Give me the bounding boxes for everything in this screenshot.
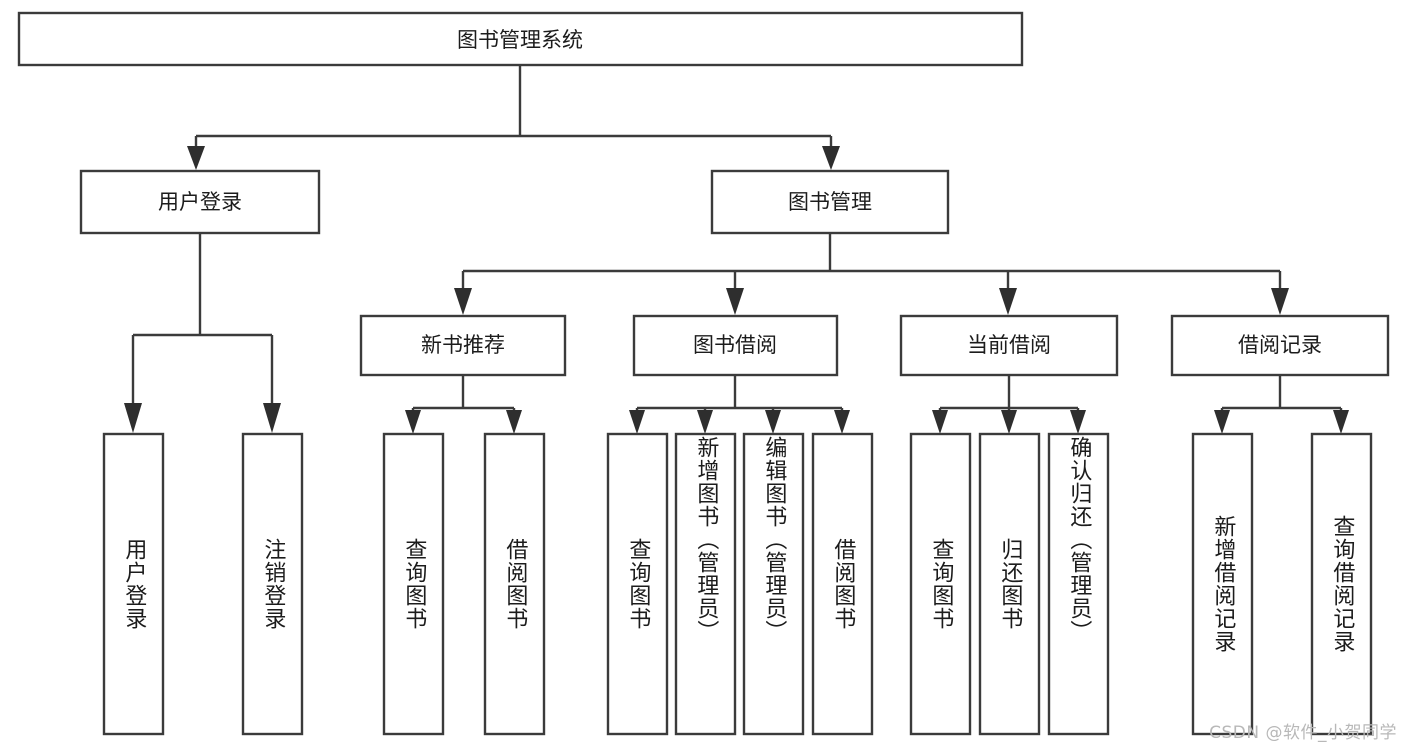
arrowhead-newbook-leaf-1 [405, 410, 421, 434]
arrowhead-root-to-userlogin [187, 146, 205, 170]
leaf-box-user-login-2[interactable] [241, 432, 304, 736]
leaf-box-current-borrow-2[interactable] [978, 432, 1041, 736]
arrowhead-root-to-bookmgmt [822, 146, 840, 170]
node-borrow-record-box[interactable] [1170, 314, 1390, 377]
node-new-book-recommend-label: 新书推荐 [421, 333, 505, 357]
leaf-box-new-book-2[interactable] [483, 432, 546, 736]
node-book-borrow-box[interactable] [632, 314, 839, 377]
arrowhead-bookmgmt-child-2 [726, 288, 744, 315]
arrowhead-bookmgmt-child-4 [1271, 288, 1289, 315]
watermark-text: CSDN @软件_小贺同学 [1209, 723, 1397, 743]
node-root-box[interactable] [17, 11, 1024, 67]
arrowhead-bookmgmt-child-3 [999, 288, 1017, 315]
arrowhead-currentborrow-leaf-3 [1070, 410, 1086, 434]
arrowhead-bookborrow-leaf-4 [834, 410, 850, 434]
leaf-box-borrow-record-2[interactable] [1310, 432, 1373, 736]
leaf-box-book-borrow-2[interactable] [674, 432, 737, 736]
node-book-management-box[interactable] [710, 169, 950, 235]
leaf-box-current-borrow-3[interactable] [1047, 432, 1110, 736]
node-user-login-label: 用户登录 [158, 190, 242, 214]
arrowhead-borrowrecord-leaf-1 [1214, 410, 1230, 434]
node-root-label: 图书管理系统 [457, 28, 583, 52]
node-book-borrow-label: 图书借阅 [693, 333, 777, 357]
leaf-box-new-book-1[interactable] [382, 432, 445, 736]
node-borrow-record-label: 借阅记录 [1238, 333, 1322, 357]
arrowhead-bookborrow-leaf-3 [765, 410, 781, 434]
arrowhead-userlogin-leaf-2 [263, 403, 281, 433]
leaf-box-current-borrow-1[interactable] [909, 432, 972, 736]
arrowhead-newbook-leaf-2 [506, 410, 522, 434]
leaf-box-book-borrow-1[interactable] [606, 432, 669, 736]
arrowhead-bookborrow-leaf-2 [697, 410, 713, 434]
node-book-management-label: 图书管理 [788, 190, 872, 214]
leaf-box-book-borrow-3[interactable] [742, 432, 805, 736]
node-current-borrow-box[interactable] [899, 314, 1119, 377]
leaf-box-book-borrow-4[interactable] [811, 432, 874, 736]
leaf-box-user-login-1[interactable] [102, 432, 165, 736]
arrowhead-bookborrow-leaf-1 [629, 410, 645, 434]
arrowhead-borrowrecord-leaf-2 [1333, 410, 1349, 434]
arrowhead-userlogin-leaf-1 [124, 403, 142, 433]
node-new-book-recommend-box[interactable] [359, 314, 567, 377]
leaf-box-borrow-record-1[interactable] [1191, 432, 1254, 736]
arrowhead-currentborrow-leaf-1 [932, 410, 948, 434]
arrowhead-currentborrow-leaf-2 [1001, 410, 1017, 434]
node-current-borrow-label: 当前借阅 [967, 333, 1051, 357]
arrowhead-bookmgmt-child-1 [454, 288, 472, 315]
